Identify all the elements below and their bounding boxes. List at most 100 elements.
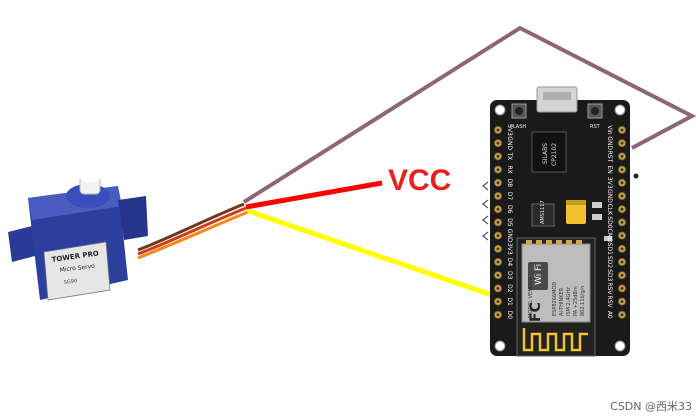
- right-pin-hole-1: [620, 141, 624, 145]
- right-pin-label-9: SD1: [606, 243, 613, 255]
- right-pin-hole-3: [620, 168, 624, 172]
- module-pads: [526, 240, 582, 244]
- right-pin-hole-10: [620, 260, 624, 264]
- flash-button-label: FLASH: [510, 124, 526, 130]
- right-pin-label-12: RSV: [606, 282, 613, 295]
- right-pin-label-11: SD3: [606, 269, 613, 281]
- right-pin-label-14: A0: [606, 311, 613, 319]
- left-pin-label-8: GND: [506, 229, 513, 243]
- left-pin-hole-9: [496, 247, 500, 251]
- right-pin-hole-9: [620, 247, 624, 251]
- mount-hole-tr: [614, 104, 626, 116]
- left-pin-label-13: D1: [506, 297, 513, 306]
- servo-cable: [137, 202, 249, 260]
- smd-resistor-1: [592, 202, 602, 208]
- servo-motor: TOWER PRO Micro Servo SG90: [8, 174, 148, 301]
- left-pin-hole-8: [496, 234, 500, 238]
- left-pin-label-14: D0: [506, 311, 513, 320]
- left-pin-hole-3: [496, 168, 500, 172]
- module-line-1: ESP8266MOD: [552, 282, 558, 316]
- voltage-regulator: [531, 203, 555, 227]
- servo-cable-red: [137, 206, 247, 256]
- right-pin-hole-13: [620, 300, 624, 303]
- left-pin-hole-2: [496, 155, 500, 158]
- fc-logo: FC: [528, 302, 544, 322]
- smd-resistor-3: [604, 236, 612, 241]
- left-pin-label-1: GND: [506, 136, 513, 150]
- vcc-wire: [245, 180, 383, 210]
- left-pin-label-12: D2: [506, 284, 513, 293]
- right-pin-hole-5: [620, 194, 624, 198]
- ldo-label: AMS1117: [540, 200, 546, 224]
- servo-side-flange: [118, 196, 148, 240]
- left-pin-hole-12: [496, 287, 500, 290]
- left-pin-hole-13: [496, 300, 500, 303]
- right-pin-hole-6: [620, 207, 624, 211]
- left-pin-label-3: RX: [506, 165, 513, 173]
- tantalum-capacitor: [566, 200, 586, 224]
- right-pin-label-10: SD2: [606, 256, 613, 268]
- right-pin-hole-8: [620, 234, 624, 238]
- mount-hole-bl: [494, 340, 506, 352]
- left-pin-label-11: D3: [506, 271, 513, 280]
- right-pin-label-8: CMD: [606, 229, 613, 243]
- left-pin-hole-5: [496, 194, 500, 198]
- right-pin-hole-11: [620, 273, 624, 277]
- servo-label-sticker: [43, 241, 111, 301]
- servo-model-code: SG90: [63, 278, 77, 286]
- signal-wire: [247, 208, 507, 303]
- left-pin-label-2: TX: [506, 152, 513, 161]
- right-pin-label-13: RSV: [606, 296, 613, 309]
- servo-cable-brown: [137, 202, 245, 252]
- right-pin-hole-12: [620, 287, 624, 290]
- right-pin-label-6: CLK: [606, 203, 613, 216]
- pcb-antenna: [522, 328, 588, 352]
- right-pin-hole-7: [620, 221, 624, 224]
- servo-shaft-cap: [80, 174, 100, 182]
- watermark: CSDN @西米33: [610, 400, 692, 413]
- module-side-text: MODEL VENDOR: [528, 276, 534, 318]
- left-pin-hole-10: [496, 260, 500, 264]
- left-pin-label-4: D8: [506, 179, 513, 188]
- module-line-5: 802.11b/g/n: [580, 286, 586, 316]
- board-dot-marker: [633, 173, 639, 179]
- servo-model-line1: Micro: [59, 265, 76, 274]
- pin-breakout-marks: [482, 181, 489, 241]
- smd-resistor-2: [592, 214, 602, 220]
- left-pin-hole-4: [496, 181, 500, 185]
- rst-button-cap: [591, 107, 599, 115]
- rst-button-label: RST: [590, 124, 601, 130]
- usb-port-inner: [543, 92, 571, 100]
- left-pin-label-7: D5: [506, 218, 513, 227]
- right-pin-hole-14: [620, 313, 624, 317]
- usb-chip-line2: CP2102: [551, 143, 558, 166]
- servo-model-line2: Servo: [77, 263, 95, 272]
- right-pin-hole-4: [620, 181, 624, 185]
- right-pin-hole-2: [620, 155, 624, 158]
- nodemcu-board: FLASH RST SILABS CP2102 AMS1117: [490, 86, 630, 357]
- right-pin-label-4: 3V3: [606, 177, 613, 189]
- right-pin-label-0: Vin: [606, 125, 613, 135]
- right-pin-label-1: GND: [606, 136, 613, 150]
- right-pin-label-7: SD0: [606, 216, 613, 228]
- right-pin-label-2: RST: [606, 151, 613, 163]
- gnd-wire: [242, 25, 697, 204]
- servo-cable-orange: [137, 210, 249, 260]
- right-pin-label-3: EN: [606, 165, 613, 173]
- left-pin-hole-1: [496, 141, 500, 145]
- capacitor-band: [566, 200, 586, 205]
- mount-hole-tl: [494, 104, 506, 116]
- left-pin-label-9: 3V3: [506, 243, 513, 255]
- left-pin-hole-0: [496, 128, 500, 132]
- module-line-2: AI-THINKER: [559, 287, 565, 316]
- usb-uart-chip: [531, 131, 567, 173]
- vcc-label: VCC: [388, 164, 451, 197]
- left-pin-label-0: 3V3: [506, 124, 513, 136]
- left-pin-hole-14: [496, 313, 500, 317]
- right-pin-header: VinGNDRSTEN3V3GNDCLKSD0CMDSD1SD2SD3RSVRS…: [606, 125, 627, 319]
- left-pin-hole-11: [496, 273, 500, 277]
- right-pin-label-5: GND: [606, 189, 613, 203]
- flash-button-cap: [515, 107, 523, 115]
